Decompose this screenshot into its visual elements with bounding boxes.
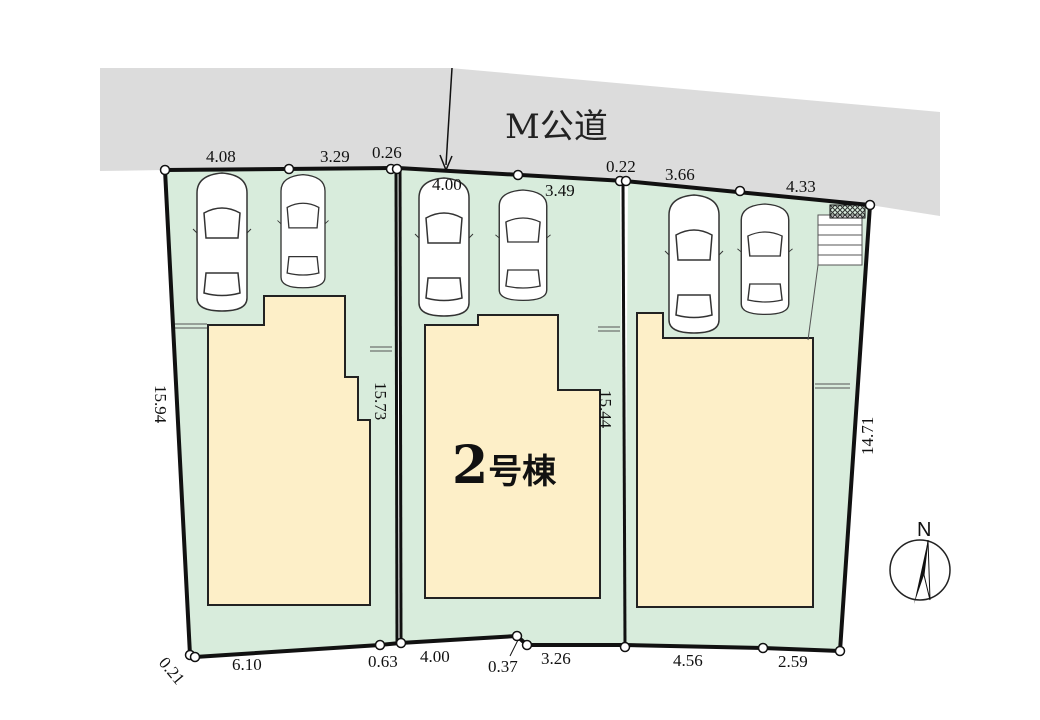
lot-divider <box>398 168 403 644</box>
dim-side: 15.94 <box>151 385 170 424</box>
dim-bottom: 4.56 <box>673 651 703 670</box>
parking-car <box>494 189 552 302</box>
fence-marks <box>175 323 850 389</box>
dim-top: 3.29 <box>320 147 350 166</box>
lot-divider <box>621 180 627 646</box>
compass-label: N <box>917 519 931 541</box>
dim-side: 14.71 <box>858 417 877 455</box>
dim-top: 0.22 <box>606 157 636 176</box>
road-label: M公道 <box>505 107 608 147</box>
dim-bottom: 4.00 <box>420 647 450 666</box>
building-3 <box>636 312 814 608</box>
north-compass-icon <box>889 539 951 604</box>
hatched-box <box>829 204 866 219</box>
dim-bottom: 0.63 <box>368 652 398 671</box>
dim-bottom: 6.10 <box>232 655 262 674</box>
parking-car <box>736 203 794 316</box>
dim-side: 15.73 <box>371 382 390 420</box>
stairs <box>807 214 863 341</box>
dim-top: 4.08 <box>206 147 236 166</box>
building-2 <box>424 314 601 599</box>
parking-car <box>414 177 474 317</box>
entrance-arrow <box>439 67 453 172</box>
dim-bottom: 0.21 <box>155 653 189 688</box>
road <box>100 68 940 216</box>
building-1 <box>207 295 371 606</box>
dim-top: 0.26 <box>372 143 402 162</box>
dim-top: 3.49 <box>545 181 575 200</box>
dim-side: 15.44 <box>596 390 615 429</box>
lot-divider <box>394 168 399 645</box>
dim-leader <box>509 639 519 657</box>
boundary-points <box>159 163 876 663</box>
parking-car <box>664 194 724 334</box>
dim-top: 4.00 <box>432 175 462 194</box>
dim-bottom: 3.26 <box>541 649 571 668</box>
dim-bottom: 2.59 <box>778 652 808 671</box>
parking-car <box>276 173 330 289</box>
dim-top: 3.66 <box>665 165 695 184</box>
parking-car <box>192 172 252 312</box>
dim-bottom: 0.37 <box>488 657 518 676</box>
dim-top: 4.33 <box>786 177 816 196</box>
building-label: 2号棟 <box>452 435 557 496</box>
